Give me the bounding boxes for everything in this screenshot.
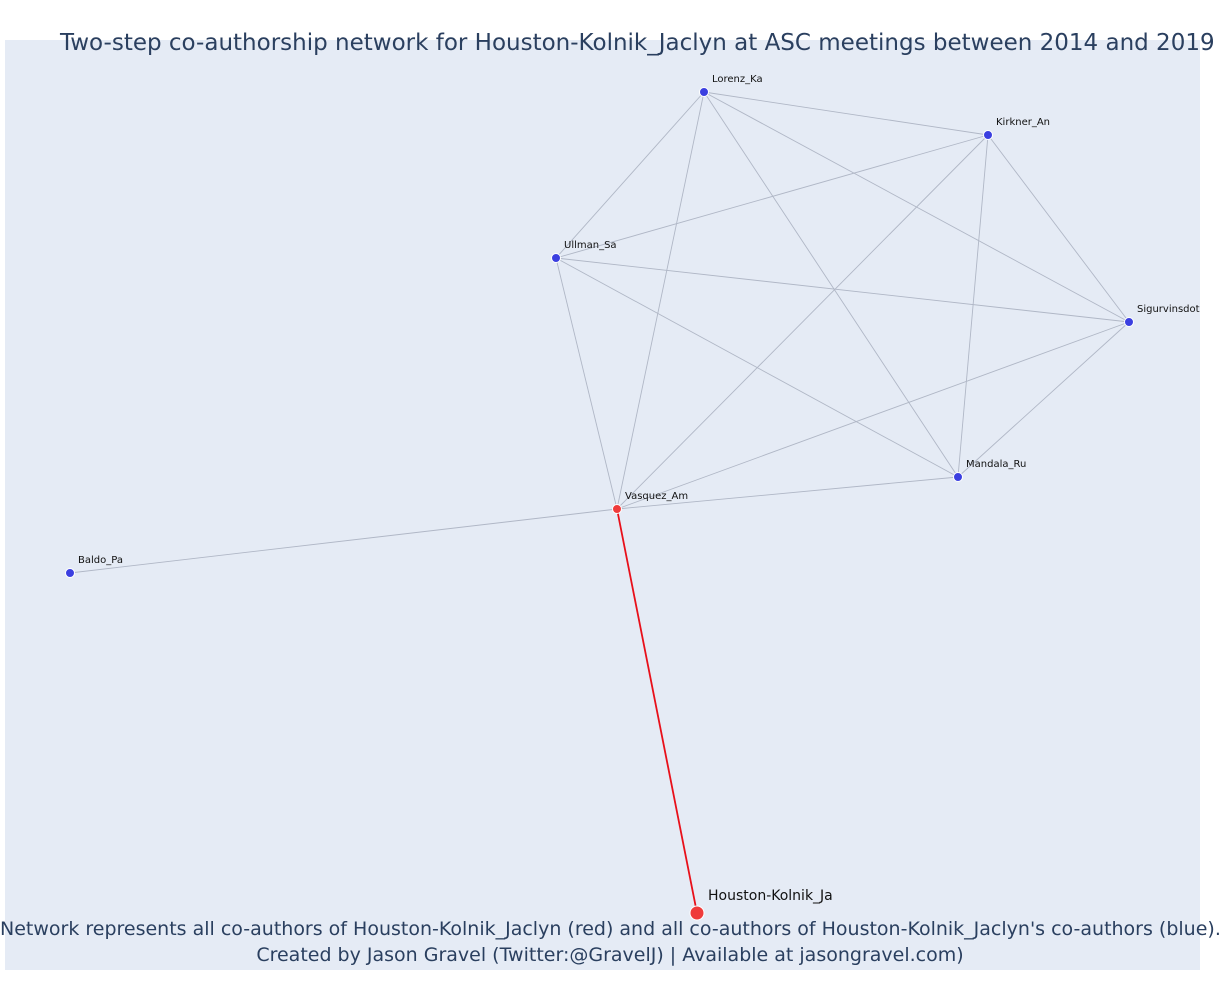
node-label-ullman-sa: Ullman_Sa: [564, 240, 617, 251]
plot-area: [5, 40, 1200, 970]
edge-kirkner-an-ullman-sa: [555, 134, 989, 259]
node-label-houston-kolnik-ja: Houston-Kolnik_Ja: [708, 888, 833, 904]
edge-lorenz-ka-vasquez-am: [616, 91, 705, 510]
edge-mandala-ru-vasquez-am: [616, 476, 959, 510]
edge-ullman-sa-sigurvinsdot: [555, 257, 1130, 323]
edge-lorenz-ka-kirkner-an: [703, 91, 989, 136]
node-sigurvinsdot[interactable]: [1124, 317, 1134, 327]
edge-lorenz-ka-mandala-ru: [703, 91, 959, 478]
node-label-lorenz-ka: Lorenz_Ka: [712, 74, 763, 85]
node-kirkner-an[interactable]: [983, 130, 993, 140]
edge-lorenz-ka-ullman-sa: [555, 91, 705, 259]
caption-line-2: Created by Jason Gravel (Twitter:@Gravel…: [256, 944, 964, 966]
node-label-sigurvinsdot: Sigurvinsdot: [1137, 304, 1200, 315]
node-label-mandala-ru: Mandala_Ru: [966, 459, 1026, 470]
edge-vasquez-am-baldo-pa: [69, 508, 618, 574]
node-label-vasquez-am: Vasquez_Am: [625, 491, 688, 502]
focal-edge-vasquez-am-houston-kolnik-ja: [616, 508, 698, 914]
node-houston-kolnik-ja[interactable]: [689, 905, 705, 921]
edge-kirkner-an-sigurvinsdot: [987, 134, 1130, 323]
edge-kirkner-an-vasquez-am: [616, 134, 989, 510]
node-lorenz-ka[interactable]: [699, 87, 709, 97]
edge-ullman-sa-mandala-ru: [555, 257, 959, 478]
caption-line-1: Network represents all co-authors of Hou…: [0, 918, 1221, 940]
node-label-baldo-pa: Baldo_Pa: [78, 555, 123, 566]
node-label-kirkner-an: Kirkner_An: [996, 117, 1050, 128]
node-mandala-ru[interactable]: [953, 472, 963, 482]
node-ullman-sa[interactable]: [551, 253, 561, 263]
edge-ullman-sa-vasquez-am: [555, 257, 618, 510]
edge-kirkner-an-mandala-ru: [957, 134, 989, 478]
node-baldo-pa[interactable]: [65, 568, 75, 578]
edge-sigurvinsdot-vasquez-am: [616, 321, 1130, 510]
edge-sigurvinsdot-mandala-ru: [957, 321, 1130, 478]
chart-title: Two-step co-authorship network for Houst…: [60, 30, 1215, 56]
node-vasquez-am[interactable]: [612, 504, 622, 514]
